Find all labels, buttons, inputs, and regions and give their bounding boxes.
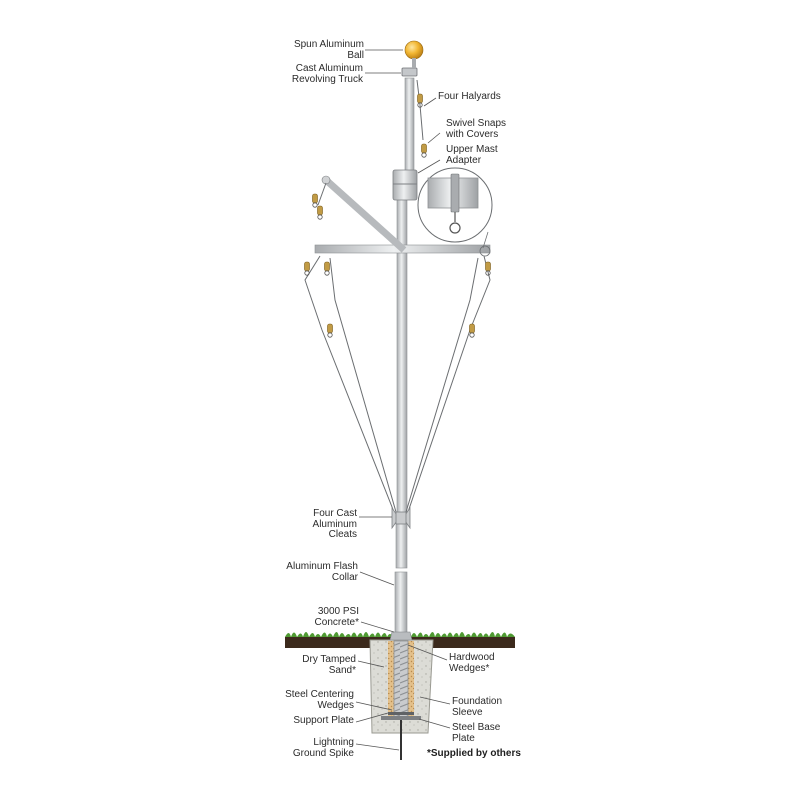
label-flash-collar: Aluminum Flash Collar bbox=[286, 561, 358, 583]
label-foundation-sleeve: Foundation Sleeve bbox=[452, 696, 503, 718]
cast-aluminum-cleats bbox=[391, 506, 411, 530]
label-centering-wedges: Steel Centering Wedges bbox=[285, 689, 354, 711]
label-swivel-snaps: Swivel Snaps with Covers bbox=[446, 118, 507, 140]
label-upper-mast-adapter: Upper Mast Adapter bbox=[446, 144, 498, 166]
gaff bbox=[323, 177, 407, 253]
support-plate bbox=[388, 712, 414, 715]
snap-detail-callout bbox=[417, 167, 493, 257]
leader-lines bbox=[355, 49, 451, 751]
revolving-truck bbox=[401, 67, 418, 77]
label-cleats: Four Cast Aluminum Cleats bbox=[312, 508, 357, 540]
label-concrete: 3000 PSI Concrete* bbox=[314, 606, 359, 628]
label-four-halyards: Four Halyards bbox=[438, 91, 501, 102]
steel-base-plate bbox=[381, 716, 421, 720]
flash-collar bbox=[389, 631, 413, 641]
pole-lower bbox=[395, 519, 408, 569]
label-lightning-spike: Lightning Ground Spike bbox=[292, 737, 354, 759]
pole-base bbox=[394, 571, 408, 639]
upper-mast-adapter bbox=[392, 169, 418, 201]
label-hardwood-wedges: Hardwood Wedges* bbox=[449, 652, 495, 674]
footnote-supplied-by-others: *Supplied by others bbox=[427, 748, 521, 759]
label-revolving-truck: Cast Aluminum Revolving Truck bbox=[291, 63, 363, 85]
label-dry-sand: Dry Tamped Sand* bbox=[302, 654, 356, 676]
pole-middle bbox=[396, 184, 408, 521]
label-support-plate: Support Plate bbox=[293, 715, 354, 726]
upper-mast bbox=[404, 77, 415, 174]
spun-aluminum-ball bbox=[404, 40, 424, 60]
foundation-sleeve bbox=[393, 640, 409, 718]
label-steel-base-plate: Steel Base Plate bbox=[452, 722, 501, 744]
label-spun-aluminum-ball: Spun Aluminum Ball bbox=[293, 39, 364, 61]
